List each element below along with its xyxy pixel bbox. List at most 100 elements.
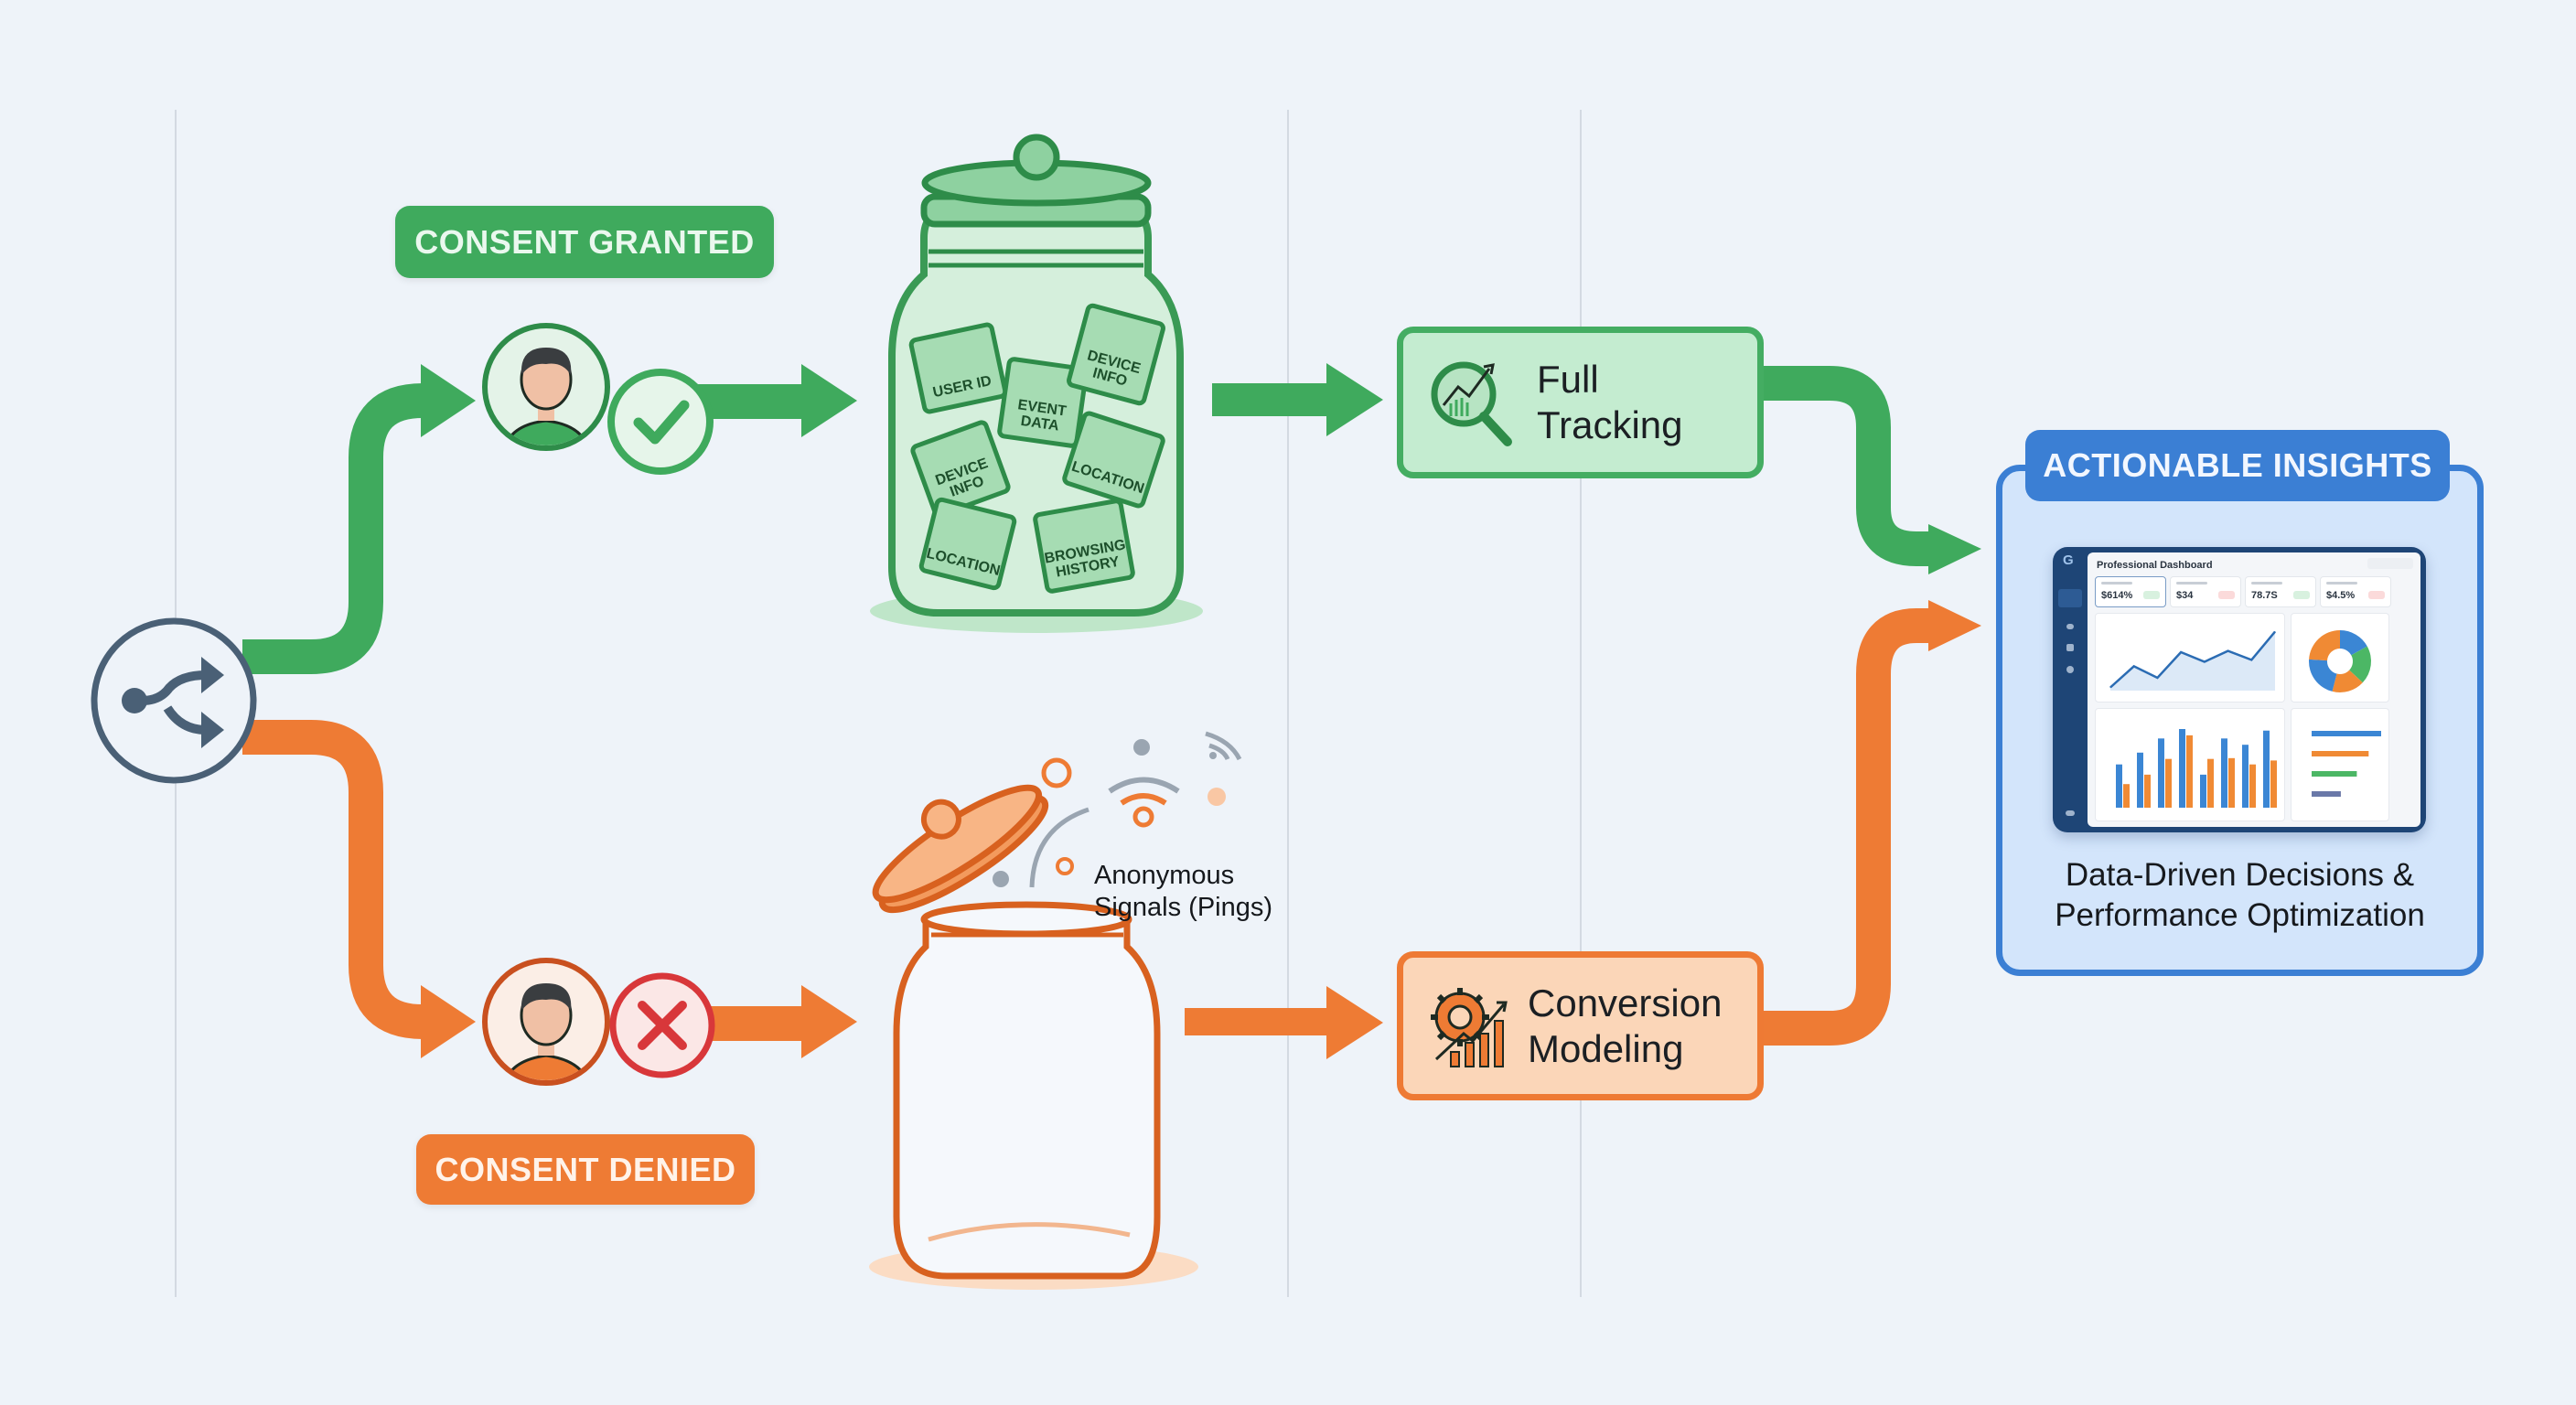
granted-branch-arrow [242,383,430,674]
line-chart-point [2274,631,2276,633]
dashboard-title: Professional Dashboard [2097,560,2213,571]
kpi-value: $34 [2176,590,2194,601]
insights-caption: Data-Driven Decisions & Performance Opti… [1996,855,2484,936]
modeling-to-insights-arrow [1761,608,1935,1046]
dashboard-date-dropdown[interactable] [2367,558,2413,569]
sidebar-nav-item[interactable] [2066,666,2074,673]
bar-series-b [2165,758,2172,808]
bar-series-a [2200,774,2206,808]
tracking-to-insights-arrow [1761,366,1935,566]
kpi-value: $4.5% [2326,590,2356,601]
line-chart-series [2109,630,2276,689]
bar-chart [2116,729,2277,808]
bar-series-b [2123,784,2130,808]
bar-series-a [2116,764,2122,808]
donut-slice [2332,670,2363,692]
sidebar-logout-item[interactable] [2066,810,2075,816]
hbar [2312,751,2369,756]
empty-data-jar [869,901,1198,1290]
magnifier-chart-icon [1431,361,1512,446]
donut-chart [2309,630,2371,692]
kpi-card: $614% [2095,576,2166,607]
kpi-value: $614% [2101,590,2133,601]
tracking-to-insights-arrowhead [1928,524,1981,574]
bar-series-b [2270,760,2277,808]
donut-slice [2340,630,2367,656]
line-chart-point [2133,665,2135,667]
hbar-chart-panel [2291,708,2389,821]
sidebar-nav-item-active[interactable] [2058,589,2082,607]
modeling-to-insights-arrowhead [1928,600,1981,651]
card-label: EVENT DATA [1016,397,1068,434]
open-jar-lid [872,784,1049,914]
denied-user-avatar-icon [482,958,610,1086]
caption-line-2: Performance Optimization [2055,897,2425,933]
full-tracking-stage: Full Tracking [1397,327,1764,478]
kpi-card: 78.7S [2245,576,2316,607]
card-label: DEVICE INFO [1085,348,1143,390]
card-label: USER ID [931,372,993,402]
x-mark-icon [609,972,715,1078]
bar-series-a [2242,745,2249,808]
denied-branch-arrowhead [421,985,476,1058]
caption-line-1: Data-Driven Decisions & [2065,857,2415,893]
line-chart-point [2180,651,2182,653]
bar-series-b [2144,774,2151,808]
granted-branch-arrowhead [421,364,476,437]
split-arrows-icon [91,617,257,784]
granted-to-jar-arrow [695,384,805,419]
hbar [2312,791,2341,797]
column-divider [1287,110,1289,1297]
conversion-modeling-title-1: Conversion [1528,981,1723,1024]
denied-to-jar-arrowhead [801,985,857,1058]
dashboard-main: Professional Dashboard $614% $34 78.7S $… [2088,552,2420,827]
checkmark-icon [607,369,714,475]
jar-to-modeling-arrow [1185,1008,1331,1035]
kpi-card: $4.5% [2320,576,2391,607]
sidebar-nav-item[interactable] [2066,644,2074,651]
jar-to-modeling-arrowhead [1326,986,1383,1059]
donut-chart-panel [2291,613,2389,702]
line-chart-point [2204,661,2206,662]
denied-branch-arrow [242,720,430,1039]
dashboard-sidebar: G [2053,547,2088,832]
bar-series-b [2186,735,2193,808]
conversion-modeling-stage: Conversion Modeling [1397,951,1764,1100]
signals-line-1: Anonymous [1094,861,1235,890]
granted-to-jar-arrowhead [801,364,857,437]
bar-series-a [2221,738,2227,808]
hbar [2312,771,2357,777]
data-card-user-id: USER ID [907,321,1009,415]
card-label: BROWSING HISTORY [1043,537,1127,581]
donut-slice [2309,630,2340,661]
anonymous-signals-label: Anonymous Signals (Pings) [1094,860,1272,924]
jar-to-tracking-arrow [1212,383,1331,416]
signals-line-2: Signals (Pings) [1094,893,1273,922]
full-tracking-title-1: Full [1537,358,1599,401]
kpi-card: $34 [2170,576,2241,607]
line-chart-point [2156,677,2158,679]
bar-series-b [2249,764,2256,808]
column-divider [1580,110,1582,1297]
line-chart-panel [2095,613,2285,702]
bar-series-b [2228,757,2235,808]
line-chart-point [2227,650,2229,652]
granted-user-avatar-icon [482,323,610,451]
bar-series-a [2158,738,2164,808]
line-chart-point [2109,687,2111,688]
card-label: LOCATION [924,545,1002,580]
line-chart-area [2110,631,2275,691]
bar-series-a [2263,730,2270,808]
kpi-value: 78.7S [2251,590,2278,601]
donut-slice [2349,646,2371,683]
wifi-signal-icon [993,731,1242,888]
sidebar-nav-item[interactable] [2066,624,2074,629]
gear-bar-chart-icon [1431,987,1508,1067]
actionable-insights-badge: ACTIONABLE INSIGHTS [2025,430,2450,501]
dashboard-preview: G Professional Dashboard $614% $34 78.7S… [2053,547,2426,832]
bar-series-a [2179,729,2185,808]
consent-granted-label: CONSENT GRANTED [395,206,774,278]
bar-chart-panel [2095,708,2285,821]
bar-series-b [2207,758,2214,808]
donut-slice [2309,659,2337,692]
